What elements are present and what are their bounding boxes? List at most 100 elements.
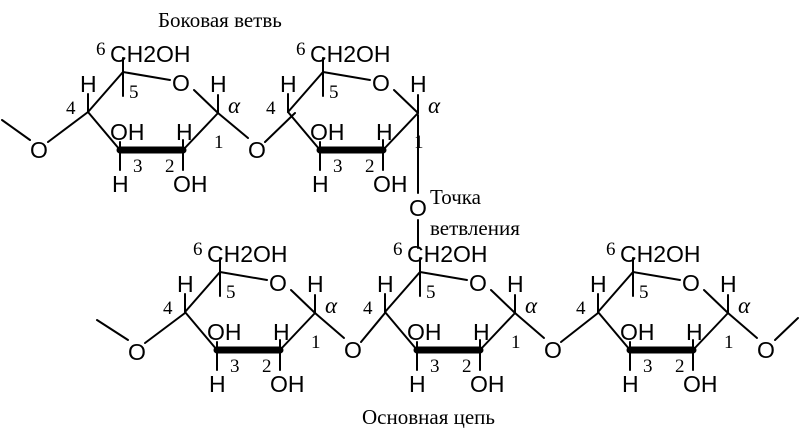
h-c3: H bbox=[312, 171, 329, 197]
main-c1-to-o-bond-2 bbox=[514, 312, 545, 339]
branch-point-oxygen: O bbox=[409, 195, 427, 221]
h-c2: H bbox=[473, 319, 490, 345]
ring-bond-c2-c1 bbox=[182, 112, 219, 151]
h-c1: H bbox=[210, 71, 227, 97]
ring-bond-c1-o bbox=[490, 289, 516, 314]
ch2oh-group: CH2OH bbox=[310, 41, 391, 67]
alpha-anomer: α bbox=[228, 93, 241, 118]
carbon-number-5: 5 bbox=[426, 282, 436, 303]
ring-bond-c1-o bbox=[393, 89, 419, 114]
carbon-number-3: 3 bbox=[230, 356, 240, 377]
carbon-number-4: 4 bbox=[576, 298, 586, 319]
ring-bond-c1-o bbox=[703, 289, 729, 314]
h-c3: H bbox=[112, 171, 129, 197]
carbon-number-5: 5 bbox=[329, 82, 339, 103]
carbon-number-4: 4 bbox=[266, 98, 276, 119]
c6-number: 6 bbox=[193, 239, 203, 260]
branch-point-label-line2: ветвления bbox=[430, 216, 520, 240]
side-left-terminal-bond bbox=[1, 119, 31, 141]
h-c4: H bbox=[280, 71, 297, 97]
carbon-number-1: 1 bbox=[724, 332, 734, 353]
oh-c3: OH bbox=[207, 319, 242, 345]
carbon-number-2: 2 bbox=[675, 356, 685, 377]
ring-bond-c5-c4 bbox=[184, 271, 221, 313]
h-c2: H bbox=[376, 119, 393, 145]
ring-bond-o-c5 bbox=[322, 71, 371, 81]
h-c1: H bbox=[507, 271, 524, 297]
alpha-anomer: α bbox=[428, 93, 441, 118]
h-c1: H bbox=[720, 271, 737, 297]
carbon-number-4: 4 bbox=[163, 298, 173, 319]
side-branch-label: Боковая ветвь bbox=[158, 8, 282, 32]
oh-c2: OH bbox=[470, 371, 505, 397]
carbon-number-5: 5 bbox=[129, 82, 139, 103]
main-linking-oxygen-1: O bbox=[344, 337, 362, 363]
carbon-number-1: 1 bbox=[511, 332, 521, 353]
carbon-number-3: 3 bbox=[643, 356, 653, 377]
ring-oxygen: O bbox=[269, 270, 287, 296]
h-c4: H bbox=[177, 271, 194, 297]
carbon-number-2: 2 bbox=[262, 356, 272, 377]
carbon-number-5: 5 bbox=[226, 282, 236, 303]
ring-oxygen: O bbox=[372, 70, 390, 96]
side-left-oxygen: O bbox=[30, 137, 48, 163]
alpha-anomer: α bbox=[738, 293, 751, 318]
side-branch-links: O O bbox=[1, 111, 296, 163]
carbon-number-4: 4 bbox=[66, 98, 76, 119]
main-o-to-c4-bond bbox=[144, 312, 186, 344]
main-o-to-c4-bond-2 bbox=[560, 312, 599, 343]
h-c4: H bbox=[377, 271, 394, 297]
carbon-number-3: 3 bbox=[430, 356, 440, 377]
ring-bond-c5-c4 bbox=[384, 271, 421, 313]
carbon-number-5: 5 bbox=[639, 282, 649, 303]
ring-bond-c1-o bbox=[193, 89, 219, 114]
ring-oxygen: O bbox=[682, 270, 700, 296]
carbon-number-3: 3 bbox=[333, 156, 343, 177]
main-o-to-c4-bond-1 bbox=[360, 312, 386, 343]
ch2oh-group: CH2OH bbox=[207, 241, 288, 267]
ring-bond-c4-c3 bbox=[597, 311, 631, 351]
ch2oh-group: CH2OH bbox=[110, 41, 191, 67]
alpha-anomer: α bbox=[525, 293, 538, 318]
carbon-number-2: 2 bbox=[165, 156, 175, 177]
main-chain-label: Основная цепь bbox=[362, 405, 495, 429]
ring-bond-c2-c1 bbox=[692, 312, 729, 351]
carbon-number-2: 2 bbox=[462, 356, 472, 377]
carbon-number-1: 1 bbox=[414, 132, 424, 153]
ring-bond-c4-c3 bbox=[287, 111, 321, 151]
carbon-number-2: 2 bbox=[365, 156, 375, 177]
h-c4: H bbox=[80, 71, 97, 97]
ch2oh-group: CH2OH bbox=[620, 241, 701, 267]
side-linking-oxygen: O bbox=[248, 137, 266, 163]
main-c1-to-o-bond-3 bbox=[727, 312, 758, 339]
h-c1: H bbox=[307, 271, 324, 297]
ring-bond-o-c5 bbox=[632, 271, 681, 281]
oh-c3: OH bbox=[620, 319, 655, 345]
h-c2: H bbox=[686, 319, 703, 345]
branch-point-link: O bbox=[409, 114, 427, 249]
side-o-to-c4-bond bbox=[47, 111, 89, 143]
h-c3: H bbox=[209, 371, 226, 397]
ring-bond-c2-c1 bbox=[279, 312, 316, 351]
carbon-number-1: 1 bbox=[214, 132, 224, 153]
c6-number: 6 bbox=[606, 239, 616, 260]
ring-oxygen: O bbox=[469, 270, 487, 296]
ring-bond-c5-c4 bbox=[87, 71, 124, 113]
ring-bond-o-c5 bbox=[219, 271, 268, 281]
ring-bond-o-c5 bbox=[122, 71, 171, 81]
ring-bond-c1-o bbox=[290, 289, 316, 314]
c6-number: 6 bbox=[296, 39, 306, 60]
carbon-number-1: 1 bbox=[311, 332, 321, 353]
side-o-to-c4-bond-2 bbox=[264, 112, 296, 143]
side-c1-to-o-bond bbox=[217, 112, 249, 139]
h-c1: H bbox=[410, 71, 427, 97]
ring-bond-c5-c4 bbox=[287, 71, 324, 113]
carbon-number-4: 4 bbox=[363, 298, 373, 319]
ring-bond-c4-c3 bbox=[184, 311, 218, 351]
oh-c2: OH bbox=[173, 171, 208, 197]
c6-number: 6 bbox=[393, 239, 403, 260]
branch-point-label-line1: Точка bbox=[430, 185, 482, 209]
h-c2: H bbox=[273, 319, 290, 345]
